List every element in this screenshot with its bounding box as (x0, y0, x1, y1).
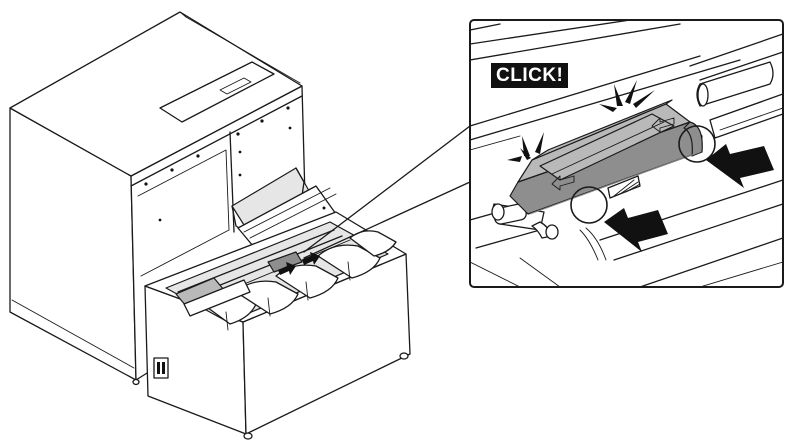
click-label: CLICK! (491, 63, 569, 88)
push-arrow-icon (604, 208, 668, 252)
top-panel-button (219, 77, 252, 95)
click-burst-icon (507, 80, 655, 162)
push-arrow-icon (706, 144, 774, 188)
press-arrows (604, 144, 774, 252)
top-panel-recess (159, 61, 275, 123)
right-press-point (678, 125, 716, 163)
push-arrow-icon (302, 252, 320, 265)
drawer-push-arrows (278, 252, 320, 275)
slide-arrow-marker (551, 175, 575, 191)
machine-top-face (9, 11, 303, 177)
callout-leader (303, 125, 471, 259)
slide-arrow-marker (651, 117, 675, 133)
drawer-unit (132, 211, 411, 440)
panel-screws (144, 106, 292, 222)
drawer-lever (267, 251, 303, 273)
latch-part (509, 99, 703, 215)
detail-callout (469, 19, 784, 288)
focus-circles (570, 125, 716, 224)
drawer-rollers (199, 230, 397, 331)
feed-cavity (231, 167, 337, 253)
left-press-point (570, 186, 608, 224)
guide-rod (696, 61, 782, 139)
push-arrow-icon (278, 262, 296, 275)
